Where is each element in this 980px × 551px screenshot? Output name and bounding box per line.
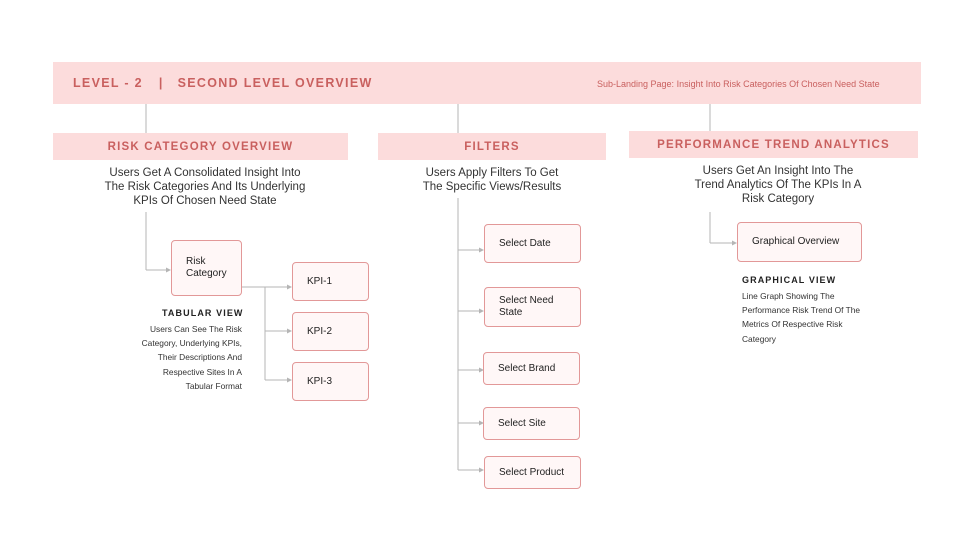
performance-trend-header: PERFORMANCE TREND ANALYTICS — [629, 131, 918, 158]
risk-desc-line: The Risk Categories And Its Underlying — [104, 181, 306, 193]
banner-title: SECOND LEVEL OVERVIEW — [177, 76, 373, 90]
tabular-text-line: Category, Underlying KPIs, — [141, 338, 242, 349]
filters-header: FILTERS — [378, 133, 606, 160]
banner-subtitle: Sub-Landing Page: Insight Into Risk Cate… — [597, 79, 880, 89]
kpi-3-node[interactable]: KPI-3 — [292, 362, 369, 401]
risk-desc-line: Users Get A Consolidated Insight Into — [109, 167, 301, 179]
select-need-state-filter[interactable]: Select Need State — [484, 287, 581, 327]
tabular-text-line: Users Can See The Risk — [149, 324, 242, 334]
tabular-text-line: Tabular Format — [185, 380, 242, 391]
select-site-filter[interactable]: Select Site — [483, 407, 580, 440]
filter-label: Select Need — [499, 295, 554, 306]
level-label: LEVEL - 2 — [73, 76, 143, 90]
performance-trend-description: Users Get An Insight Into The Trend Anal… — [629, 164, 927, 206]
graphical-view-title: GRAPHICAL VIEW — [742, 275, 837, 285]
filter-label: State — [499, 307, 523, 318]
select-product-filter[interactable]: Select Product — [484, 456, 581, 489]
risk-category-description: Users Get A Consolidated Insight Into Th… — [60, 166, 350, 208]
kpi-1-node[interactable]: KPI-1 — [292, 262, 369, 301]
tabular-view-text: Users Can See The Risk Category, Underly… — [112, 322, 242, 393]
graphical-overview-node[interactable]: Graphical Overview — [737, 222, 862, 262]
graphical-text-line: Performance Risk Trend Of The — [742, 305, 861, 316]
risk-node-label: Risk — [186, 256, 206, 267]
graphical-text-line: Category — [742, 333, 776, 344]
filters-desc-line: The Specific Views/Results — [422, 181, 562, 193]
risk-category-node[interactable]: Risk Category — [171, 240, 242, 296]
tabular-text-line: Their Descriptions And — [157, 352, 242, 363]
risk-desc-line: KPIs Of Chosen Need State — [133, 195, 277, 207]
tabular-view-title: TABULAR VIEW — [162, 308, 244, 318]
filters-description: Users Apply Filters To Get The Specific … — [378, 166, 606, 194]
banner-separator: | — [158, 76, 164, 90]
graphical-view-text: Line Graph Showing The Performance Risk … — [742, 289, 902, 346]
risk-category-header: RISK CATEGORY OVERVIEW — [53, 133, 348, 160]
trend-desc-line: Risk Category — [741, 193, 815, 205]
risk-node-label: Category — [186, 268, 227, 279]
level-banner — [53, 62, 921, 104]
trend-desc-line: Users Get An Insight Into The — [702, 165, 854, 177]
graphical-text-line: Line Graph Showing The — [742, 291, 835, 301]
graphical-text-line: Metrics Of Respective Risk — [742, 319, 843, 330]
banner-heading: LEVEL - 2 | SECOND LEVEL OVERVIEW — [73, 76, 373, 90]
tabular-text-line: Respective Sites In A — [162, 366, 242, 377]
filters-desc-line: Users Apply Filters To Get — [425, 167, 559, 179]
select-brand-filter[interactable]: Select Brand — [483, 352, 580, 385]
trend-desc-line: Trend Analytics Of The KPIs In A — [694, 179, 862, 191]
select-date-filter[interactable]: Select Date — [484, 224, 581, 263]
kpi-2-node[interactable]: KPI-2 — [292, 312, 369, 351]
